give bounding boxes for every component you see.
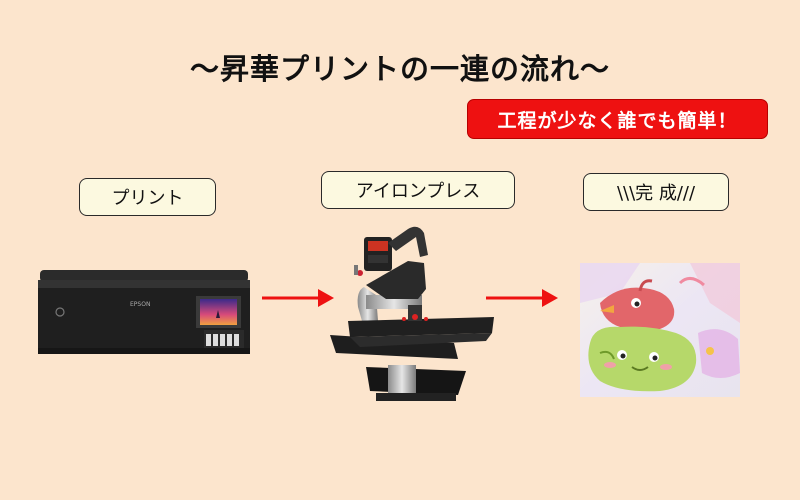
heat-press-image (330, 226, 494, 401)
step-label-complete: \\\完 成/// (583, 173, 729, 211)
printer-image: EPSON (38, 270, 250, 354)
easy-process-badge: 工程が少なく誰でも簡単！ (467, 99, 768, 139)
printer-brand: EPSON (130, 301, 150, 308)
right-arrow-icon (262, 289, 334, 307)
step-label-iron-press: アイロンプレス (321, 171, 515, 209)
right-arrow-icon (486, 289, 558, 307)
page-title: 〜昇華プリントの一連の流れ〜 (189, 52, 610, 86)
step-label-print: プリント (79, 178, 216, 216)
printed-fabric-image (580, 263, 740, 397)
